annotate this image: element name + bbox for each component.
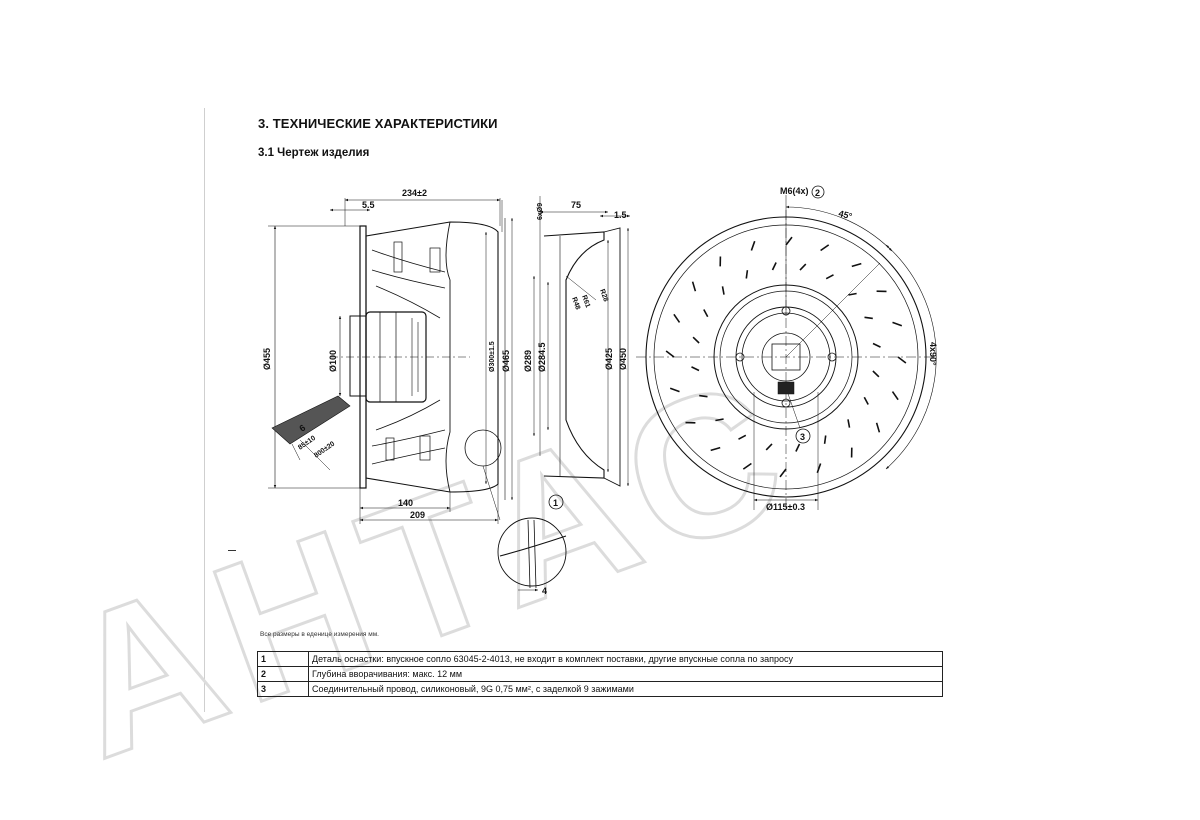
blade-slot bbox=[721, 286, 725, 295]
dim-d425: Ø425 bbox=[604, 348, 614, 370]
dim-d300: Ø300±1.5 bbox=[489, 341, 496, 372]
subsection-heading: 3.1 Чертеж изделия bbox=[258, 147, 370, 159]
blade-slot bbox=[872, 342, 881, 348]
blade-slot bbox=[715, 418, 724, 422]
blade-slot bbox=[816, 463, 822, 474]
blade-slot bbox=[848, 292, 857, 296]
blade-slot bbox=[750, 240, 756, 251]
dim-m6: M6(4x) bbox=[780, 186, 809, 196]
blade-slot bbox=[825, 274, 834, 280]
table-row: 2 Глубина вворачивания: макс. 12 мм bbox=[257, 666, 943, 682]
blade-slot bbox=[669, 387, 680, 393]
units-note: Все размеры в еденице измерения мм. bbox=[260, 631, 379, 638]
blade-slot bbox=[745, 270, 749, 279]
blade-slot bbox=[875, 422, 881, 433]
blade-slots bbox=[665, 236, 907, 478]
blade-slot bbox=[703, 309, 709, 318]
callout-2: 2 bbox=[815, 188, 820, 198]
blade-slot bbox=[851, 262, 862, 268]
dim-gap: 5.5 bbox=[362, 200, 375, 210]
dim-r61: R61 bbox=[580, 294, 591, 309]
dim-4x90deg: 4x90° bbox=[928, 342, 938, 366]
section-heading: 3. ТЕХНИЧЕСКИЕ ХАРАКТЕРИСТИКИ bbox=[258, 116, 498, 131]
dim-hole: 6хØ9 bbox=[537, 203, 544, 220]
side-view bbox=[268, 198, 513, 524]
notes-table: 1 Деталь оснастки: впускное сопло 63045-… bbox=[257, 651, 943, 697]
front-view bbox=[636, 185, 937, 510]
blade-slot bbox=[892, 321, 903, 327]
blade-slot bbox=[820, 244, 830, 252]
row-text: Соединительный провод, силиконовый, 9G 0… bbox=[308, 681, 943, 697]
blade-slot bbox=[673, 313, 681, 323]
dim-w140: 140 bbox=[398, 498, 413, 508]
dim-d450: Ø450 bbox=[618, 348, 628, 370]
blade-slot bbox=[699, 394, 708, 398]
blade-slot bbox=[665, 350, 675, 358]
dim-r48: R48 bbox=[570, 296, 581, 311]
dim-d455: Ø455 bbox=[262, 348, 272, 370]
dim-w209: 209 bbox=[410, 510, 425, 520]
front-view-labels: M6(4x) 2 45° 4x90° Ø115±0.3 3 bbox=[766, 186, 938, 512]
callout-3: 3 bbox=[800, 432, 805, 442]
blade-slot bbox=[897, 356, 907, 364]
blade-slot bbox=[710, 446, 721, 452]
blade-slot bbox=[823, 435, 827, 444]
blade-slot bbox=[891, 391, 899, 401]
row-number: 2 bbox=[257, 666, 309, 682]
detail-dim-4: 4 bbox=[542, 586, 547, 596]
row-number: 1 bbox=[257, 651, 309, 667]
blade-slot bbox=[785, 236, 793, 246]
section-view-labels: 6хØ9 75 1.5 Ø289 Ø284.5 R61 R48 R28 Ø425… bbox=[523, 200, 628, 372]
blade-slot bbox=[864, 316, 873, 320]
row-text: Глубина вворачивания: макс. 12 мм bbox=[308, 666, 943, 682]
blade-slot bbox=[779, 468, 787, 478]
blade-slot bbox=[771, 262, 777, 271]
watermark: АНТАС bbox=[37, 332, 823, 802]
margin-tick bbox=[228, 550, 236, 551]
dim-six: 6 bbox=[297, 423, 307, 434]
dim-d115: Ø115±0.3 bbox=[766, 502, 805, 512]
blade-slot bbox=[765, 443, 773, 451]
blade-slot bbox=[742, 462, 752, 470]
row-number: 3 bbox=[257, 681, 309, 697]
blade-slot bbox=[799, 263, 807, 271]
table-row: 3 Соединительный провод, силиконовый, 9G… bbox=[257, 681, 943, 697]
blade-slot bbox=[795, 443, 801, 452]
row-text: Деталь оснастки: впускное сопло 63045-2-… bbox=[308, 651, 943, 667]
dim-d289: Ø289 bbox=[523, 350, 533, 372]
detail-view bbox=[482, 465, 567, 592]
dim-w75: 75 bbox=[571, 200, 581, 210]
blade-slot bbox=[738, 434, 747, 440]
blade-slot bbox=[847, 419, 851, 428]
section-view bbox=[533, 196, 630, 487]
dim-45deg: 45° bbox=[837, 208, 853, 221]
dim-d284: Ø284.5 bbox=[537, 342, 547, 372]
table-row: 1 Деталь оснастки: впускное сопло 63045-… bbox=[257, 651, 943, 667]
blade-slot bbox=[872, 370, 880, 378]
dim-w15: 1.5 bbox=[614, 210, 627, 220]
dim-d465: Ø465 bbox=[501, 350, 511, 372]
dim-r28: R28 bbox=[598, 288, 609, 303]
dim-d100: Ø100 bbox=[328, 350, 338, 372]
watermark-text: АНТАС bbox=[38, 334, 821, 801]
blade-slot bbox=[863, 396, 869, 405]
margin-rule bbox=[204, 108, 205, 712]
blade-slot bbox=[691, 281, 697, 292]
blade-slot bbox=[691, 366, 700, 372]
dim-width-total: 234±2 bbox=[402, 188, 427, 198]
callout-1: 1 bbox=[553, 498, 558, 508]
blade-slot bbox=[692, 336, 700, 344]
dim-len800: 800±20 bbox=[313, 440, 336, 459]
